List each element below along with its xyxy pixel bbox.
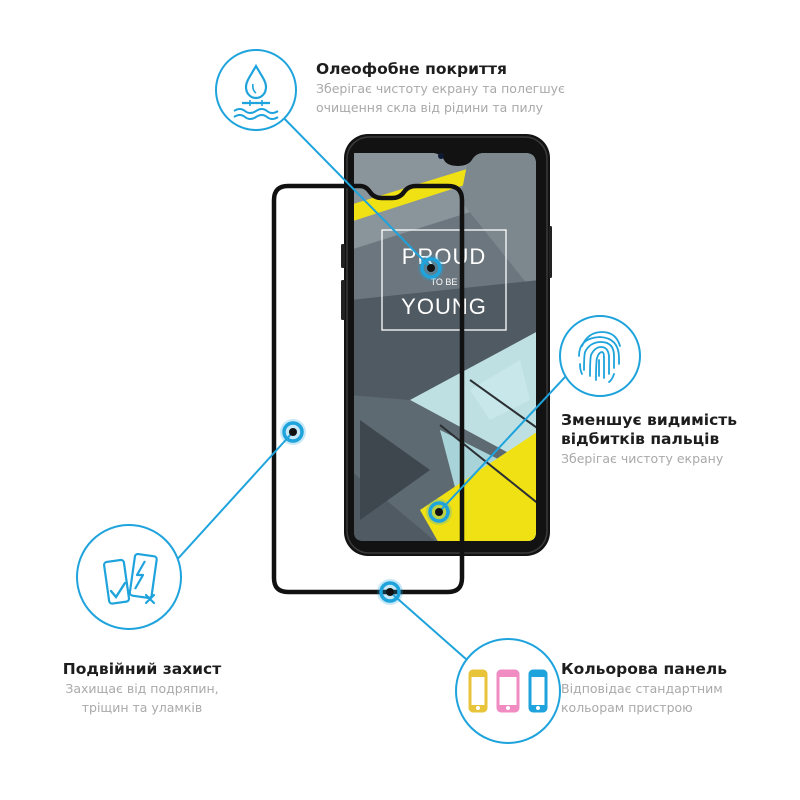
hotspot-double-protection[interactable] bbox=[280, 419, 306, 445]
feature-color-panel: Кольорова панель Відповідає стандартним … bbox=[561, 660, 727, 717]
color-panel-icon bbox=[455, 638, 561, 744]
glass-frame bbox=[271, 183, 465, 595]
connector-oleophobic bbox=[269, 103, 432, 269]
feature-fingerprint-title-1: Зменшує видимість bbox=[561, 411, 738, 429]
feature-double-protection: Подвійний захист Захищає від подряпин, т… bbox=[36, 660, 248, 717]
hotspot-color-panel[interactable] bbox=[377, 579, 403, 605]
fingerprint-icon bbox=[559, 315, 641, 397]
screen-text-frame bbox=[381, 229, 507, 331]
feature-fingerprint: Зменшує видимість відбитків пальців Збер… bbox=[561, 411, 737, 468]
phone-device: PROUD TO BE YOUNG bbox=[341, 134, 552, 556]
screen-text-young: YOUNG bbox=[401, 294, 487, 319]
front-camera bbox=[438, 153, 444, 159]
feature-oleophobic: Олеофобне покриття Зберігає чистоту екра… bbox=[316, 60, 565, 117]
feature-fingerprint-desc: Зберігає чистоту екрану bbox=[561, 451, 724, 466]
water-drop-icon bbox=[215, 49, 297, 131]
phone-screen: PROUD TO BE YOUNG bbox=[354, 153, 536, 541]
feature-double-protection-title: Подвійний захист bbox=[62, 660, 222, 678]
feature-fingerprint-title-2: відбитків пальців bbox=[561, 430, 720, 448]
double-protection-icon bbox=[76, 524, 182, 630]
hotspot-fingerprint[interactable] bbox=[426, 499, 452, 525]
feature-color-panel-desc-2: кольорам пристрою bbox=[561, 700, 693, 715]
connector-fingerprint bbox=[438, 375, 567, 513]
feature-double-protection-desc-2: тріщин та уламків bbox=[81, 700, 203, 715]
screen-text-to-be: TO BE bbox=[431, 277, 458, 287]
connector-color-panel bbox=[389, 591, 476, 668]
feature-color-panel-desc-1: Відповідає стандартним bbox=[561, 681, 723, 696]
hotspot-oleophobic[interactable] bbox=[418, 255, 444, 281]
feature-color-panel-title: Кольорова панель bbox=[561, 660, 728, 678]
feature-oleophobic-desc-1: Зберігає чистоту екрану та полегшує bbox=[316, 81, 565, 96]
feature-oleophobic-title: Олеофобне покриття bbox=[316, 60, 507, 78]
feature-oleophobic-desc-2: очищення скла від рідини та пилу bbox=[316, 100, 544, 115]
feature-double-protection-desc-1: Захищає від подряпин, bbox=[65, 681, 219, 696]
screen-text-proud: PROUD bbox=[402, 244, 486, 269]
